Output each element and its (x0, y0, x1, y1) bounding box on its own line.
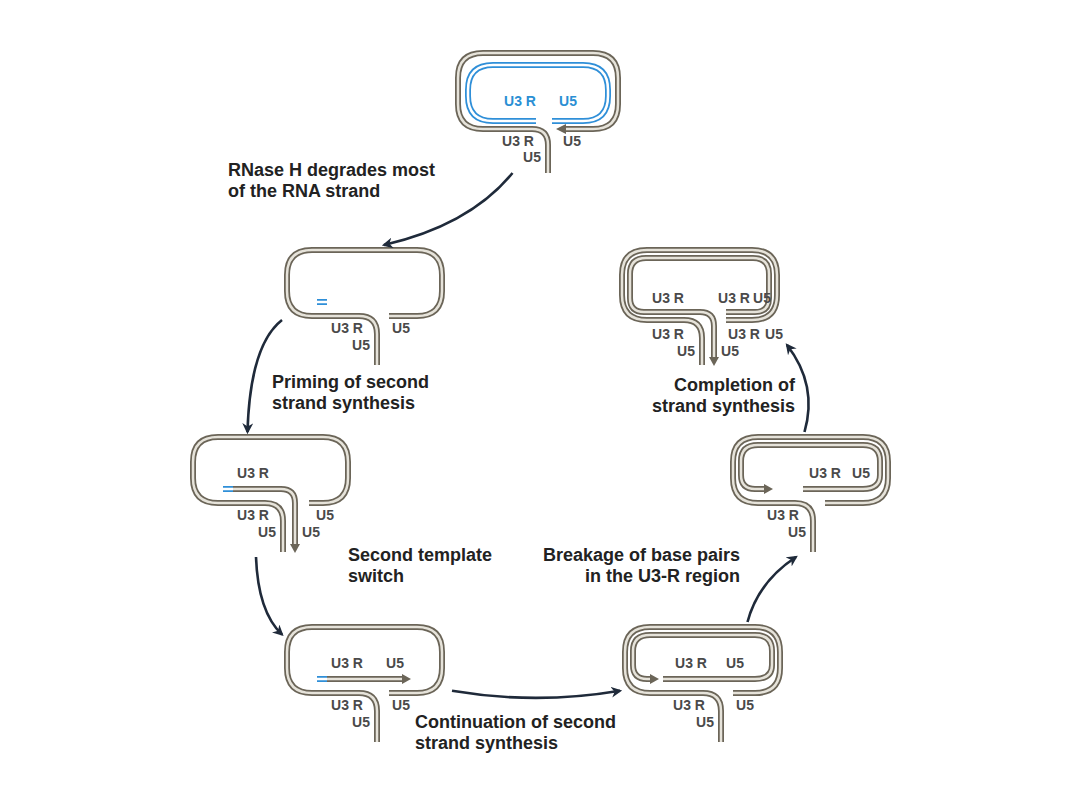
region-label: U5 (386, 655, 404, 671)
region-label: U5 (258, 524, 276, 540)
step-arrow (452, 691, 620, 698)
region-label: U5 (765, 326, 783, 342)
rna-strand-core (468, 65, 608, 121)
dna-strand (622, 250, 777, 365)
stage-node: U3 RU5U5 (282, 245, 452, 370)
stage-2 (193, 437, 348, 553)
region-label: U5 (392, 320, 410, 336)
new-strand (630, 258, 769, 358)
dna-strand-core (287, 250, 442, 365)
region-label: U5 (852, 465, 870, 481)
dna-strand (625, 627, 780, 742)
region-label: U5 (736, 697, 754, 713)
region-label: U5 (302, 524, 320, 540)
stage-6 (622, 250, 777, 366)
region-label: U3 R (673, 697, 705, 713)
region-label: U3 R (718, 290, 750, 306)
new-strand-core (327, 678, 403, 681)
rna-fragment (317, 299, 327, 305)
region-label: U5 (523, 149, 541, 165)
stage-4 (625, 627, 780, 742)
new-strand-core (630, 258, 769, 358)
new-strand-core (233, 489, 295, 545)
stage-node: U3 RU3 RU5U5U5 (188, 432, 358, 557)
region-label: U5 (677, 343, 695, 359)
rna-primer (317, 676, 327, 682)
region-label: U5 (721, 343, 739, 359)
region-label: U3 R (237, 465, 269, 481)
new-strand (233, 489, 295, 545)
region-label: U5 (788, 524, 806, 540)
dna-strand (193, 437, 348, 552)
rna-primer-core (223, 488, 233, 491)
dna-strand-core (193, 437, 348, 552)
strand-arrowhead (290, 544, 300, 553)
new-strand (741, 445, 880, 489)
dna-strand (733, 437, 888, 552)
region-label: U3 R (675, 655, 707, 671)
region-label: U5 (696, 714, 714, 730)
region-label: U3 R (652, 326, 684, 342)
new-strand (327, 676, 403, 682)
region-label: U3 R (502, 133, 534, 149)
new-strand (633, 635, 772, 679)
stage-5 (733, 437, 888, 552)
step-label: Completion of strand synthesis (638, 375, 795, 417)
region-label: U5 (753, 290, 771, 306)
dna-strand-core (625, 627, 780, 742)
region-label: U3 R (728, 326, 760, 342)
step-arrow (748, 557, 797, 622)
region-label: U5 (559, 93, 577, 109)
step-label: RNase H degrades most of the RNA strand (228, 160, 448, 202)
stage-node: U3 RU5U3 RU5U5 (620, 622, 790, 747)
region-label: U3 R (504, 93, 536, 109)
region-label: U3 R (331, 320, 363, 336)
step-arrow (384, 173, 513, 245)
region-label: U3 R (809, 465, 841, 481)
step-label: Breakage of base pairs in the U3-R regio… (522, 545, 740, 587)
stage-0 (458, 53, 618, 173)
strand-arrowhead (709, 357, 719, 366)
rna-primer (223, 486, 233, 492)
new-strand-core (741, 445, 880, 489)
region-label: U5 (726, 655, 744, 671)
region-label: U5 (392, 697, 410, 713)
dna-strand (458, 53, 618, 173)
strand-arrowhead (556, 124, 566, 134)
region-label: U3 R (331, 697, 363, 713)
rna-fragment-core (317, 301, 327, 304)
region-label: U3 R (237, 507, 269, 523)
strand-arrowhead (402, 674, 411, 684)
step-label: Priming of second strand synthesis (272, 372, 457, 414)
region-label: U3 R (767, 507, 799, 523)
step-arrow (256, 557, 282, 635)
rna-strand (468, 65, 608, 121)
dna-strand-core (733, 437, 888, 552)
region-label: U5 (352, 337, 370, 353)
rna-primer-core (317, 678, 327, 681)
stage-1 (287, 250, 442, 365)
step-label: Second template switch (348, 545, 516, 587)
stage-node: U3 RU5U3 RU5 (728, 432, 898, 557)
dna-strand (287, 250, 442, 365)
new-strand-core (633, 635, 772, 679)
stage-node: U3 RU3 RU5U3 RU3 RU5U5U5 (617, 245, 787, 370)
step-label: Continuation of second strand synthesis (415, 712, 647, 754)
region-label: U5 (352, 714, 370, 730)
stage-node: U3 RU5U3 RU5U5 (453, 48, 623, 173)
dna-strand-core (458, 53, 618, 173)
region-label: U5 (316, 507, 334, 523)
dna-strand-core (622, 250, 777, 365)
region-label: U3 R (331, 655, 363, 671)
strand-arrowhead (650, 674, 659, 684)
region-label: U5 (563, 133, 581, 149)
region-label: U3 R (652, 290, 684, 306)
strand-arrowhead (764, 484, 773, 494)
